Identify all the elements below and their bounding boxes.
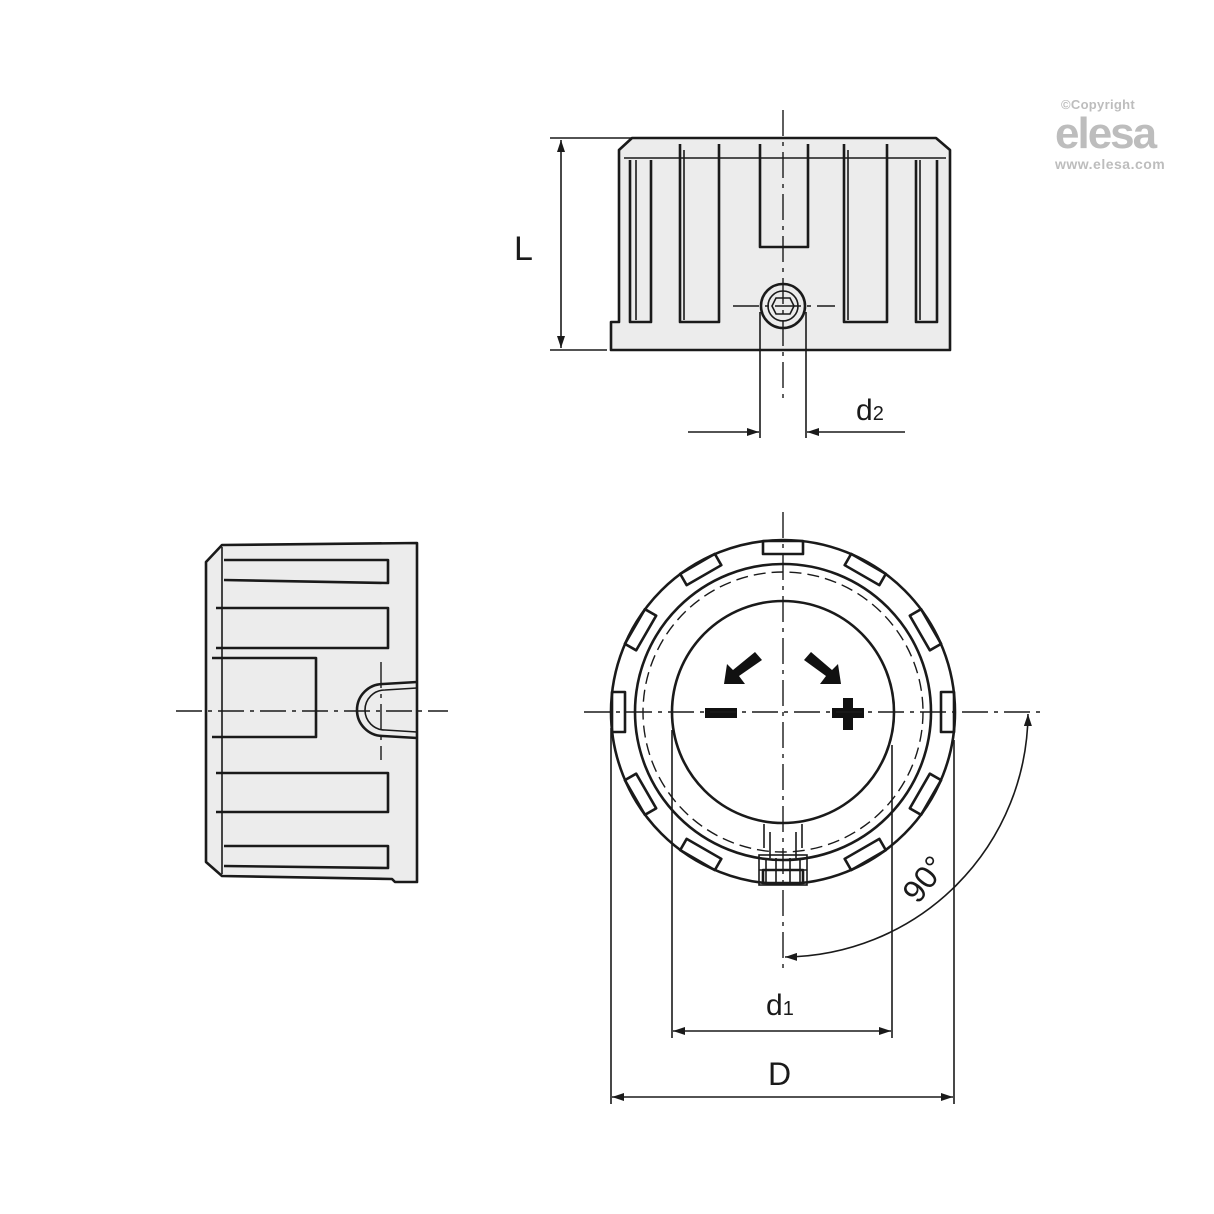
front-elevation-view: L d2 [514,110,952,438]
elesa-watermark: ©Copyright elesa www.elesa.com [1055,97,1210,172]
side-elevation-view [176,541,448,884]
top-plan-view: d1 D 90° [584,512,1040,1104]
rotate-ccw-arrow-icon [724,652,762,684]
dimension-label-d2: d2 [856,394,884,427]
copyright-text: ©Copyright [1061,97,1135,112]
rotate-cw-arrow-icon [804,652,841,684]
plus-icon [832,698,864,730]
angle-label-90: 90° [895,849,953,909]
dimension-label-d1: d1 [766,989,794,1022]
brand-logo: elesa [1055,109,1157,158]
dimension-label-D: D [768,1056,791,1092]
dimension-label-L: L [514,230,533,268]
website-url: www.elesa.com [1055,156,1166,172]
minus-icon [705,708,737,718]
